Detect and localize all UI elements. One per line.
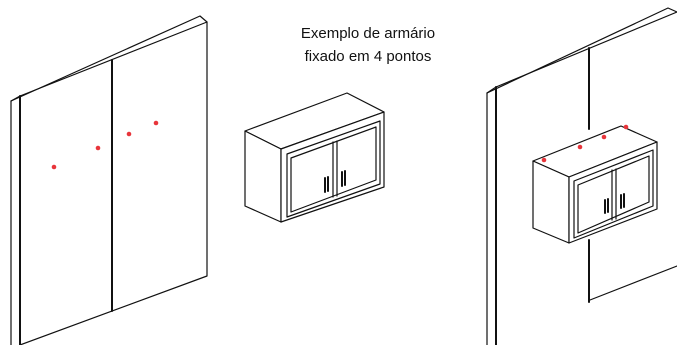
fixing-point bbox=[623, 124, 629, 130]
fixing-marks-right bbox=[541, 124, 629, 163]
fixing-point bbox=[51, 164, 57, 170]
fixing-point bbox=[95, 145, 101, 151]
door-handle bbox=[324, 176, 329, 193]
cabinet-mounted bbox=[532, 125, 658, 244]
door-handle bbox=[341, 170, 346, 187]
fixing-point bbox=[126, 131, 132, 137]
wall-panel-left bbox=[10, 15, 208, 345]
fixing-point bbox=[577, 144, 583, 150]
caption: Exemplo de armário fixado em 4 pontos bbox=[258, 22, 478, 68]
door-handle bbox=[620, 193, 625, 209]
wall-panel-right bbox=[486, 7, 677, 345]
door-handle bbox=[604, 198, 609, 214]
fixing-point bbox=[153, 120, 159, 126]
fixing-marks-left bbox=[51, 120, 159, 170]
fixing-point bbox=[541, 157, 547, 163]
fixing-point bbox=[601, 134, 607, 140]
caption-line-2: fixado em 4 pontos bbox=[304, 48, 432, 65]
cabinet-center bbox=[244, 92, 385, 223]
caption-line-1: Exemplo de armário bbox=[300, 25, 436, 42]
